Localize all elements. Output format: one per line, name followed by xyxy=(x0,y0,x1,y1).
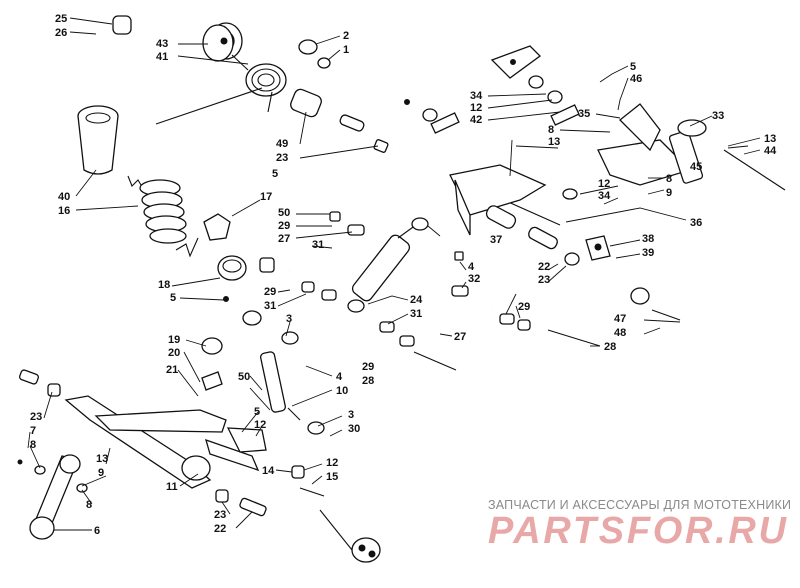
callout-29d: 29 xyxy=(362,361,374,373)
rubber-stops xyxy=(201,213,299,391)
callout-23b: 23 xyxy=(538,274,550,286)
callout-23: 23 xyxy=(276,152,288,164)
callout-13b: 13 xyxy=(548,136,560,148)
limiter-strap xyxy=(260,351,325,435)
callout-9b: 9 xyxy=(98,467,104,479)
callout-33: 33 xyxy=(712,110,724,122)
callout-40: 40 xyxy=(58,191,70,203)
callout-17: 17 xyxy=(260,191,272,203)
callout-41: 41 xyxy=(156,51,168,63)
callout-numbers: 25 26 43 41 2 1 5 46 34 12 42 35 8 33 13… xyxy=(30,13,777,537)
callout-48: 48 xyxy=(614,327,626,339)
callout-12c: 12 xyxy=(254,419,266,431)
front-arm xyxy=(19,369,325,517)
callout-3: 3 xyxy=(286,313,292,325)
callout-8: 8 xyxy=(548,124,554,136)
callout-34b: 34 xyxy=(598,190,611,202)
callout-27: 27 xyxy=(278,233,290,245)
callout-31: 31 xyxy=(312,239,324,251)
callout-16: 16 xyxy=(58,205,70,217)
callout-2: 2 xyxy=(343,30,349,42)
callout-39: 39 xyxy=(642,247,654,259)
watermark-logo: PARTSFOR.RU xyxy=(488,510,788,550)
torsion-spring xyxy=(231,54,287,113)
callout-44: 44 xyxy=(764,145,777,157)
callout-23d: 23 xyxy=(214,509,226,521)
callout-5d: 5 xyxy=(254,406,260,418)
leader-lines xyxy=(27,17,761,531)
callout-14: 14 xyxy=(262,465,275,477)
callout-5: 5 xyxy=(630,61,636,73)
callout-5b: 5 xyxy=(272,168,278,180)
callout-43: 43 xyxy=(156,38,168,50)
callout-21: 21 xyxy=(166,364,178,376)
callout-1: 1 xyxy=(343,44,349,56)
callout-29b: 29 xyxy=(264,286,276,298)
callout-25: 25 xyxy=(55,13,67,25)
lower-chain-detail xyxy=(319,509,381,563)
callout-11: 11 xyxy=(166,481,178,493)
callout-45: 45 xyxy=(690,161,702,173)
callout-35: 35 xyxy=(578,108,590,120)
callout-9: 9 xyxy=(666,187,672,199)
callout-8b: 8 xyxy=(666,173,672,185)
callout-26: 26 xyxy=(55,27,67,39)
rear-bracket xyxy=(404,45,786,191)
upper-link-arm xyxy=(259,211,377,301)
callout-49: 49 xyxy=(276,138,288,150)
callout-28: 28 xyxy=(604,341,616,353)
callout-12: 12 xyxy=(470,102,482,114)
callout-29c: 29 xyxy=(518,301,530,313)
shock-absorber xyxy=(77,105,199,258)
callout-36: 36 xyxy=(690,217,702,229)
callout-38: 38 xyxy=(642,233,654,245)
callout-4b: 4 xyxy=(336,371,343,383)
callout-24: 24 xyxy=(410,294,423,306)
idler-wheel-assembly xyxy=(112,15,331,69)
callout-34: 34 xyxy=(470,90,483,102)
idler-rod xyxy=(155,87,263,125)
callout-27b: 27 xyxy=(454,331,466,343)
center-carrier xyxy=(449,164,611,266)
callout-29: 29 xyxy=(278,220,290,232)
callout-37: 37 xyxy=(490,234,502,246)
callout-30: 30 xyxy=(348,423,360,435)
lower-link-arm xyxy=(379,251,681,371)
callout-4: 4 xyxy=(468,261,475,273)
callout-13: 13 xyxy=(764,133,776,145)
callout-47: 47 xyxy=(614,313,626,325)
callout-20: 20 xyxy=(168,347,180,359)
callout-31b: 31 xyxy=(264,300,276,312)
callout-28b: 28 xyxy=(362,375,374,387)
watermark-logo-text: PARTSFOR.RU xyxy=(488,510,788,550)
cross-shaft xyxy=(290,88,561,226)
callout-19: 19 xyxy=(168,334,180,346)
callout-31c: 31 xyxy=(410,308,422,320)
front-shock xyxy=(347,217,429,313)
callout-32: 32 xyxy=(468,273,480,285)
callout-5c: 5 xyxy=(170,292,176,304)
callout-8d: 8 xyxy=(86,499,92,511)
callout-50b: 50 xyxy=(238,371,250,383)
callout-8c: 8 xyxy=(30,439,36,451)
callout-50: 50 xyxy=(278,207,290,219)
callout-10: 10 xyxy=(336,385,348,397)
callout-18: 18 xyxy=(158,279,170,291)
callout-42: 42 xyxy=(470,114,482,126)
callout-22: 22 xyxy=(538,261,550,273)
callout-15: 15 xyxy=(326,471,338,483)
callout-22b: 22 xyxy=(214,523,226,535)
callout-7: 7 xyxy=(30,425,36,437)
callout-12b: 12 xyxy=(598,178,610,190)
watermark-caption: ЗАПЧАСТИ И АКСЕССУАРЫ ДЛЯ МОТОТЕХНИКИ xyxy=(488,498,792,512)
callout-12d: 12 xyxy=(326,457,338,469)
callout-46: 46 xyxy=(630,73,642,85)
callout-6: 6 xyxy=(94,525,100,537)
front-drive-link xyxy=(17,454,88,540)
callout-3b: 3 xyxy=(348,409,354,421)
callout-13c: 13 xyxy=(96,453,108,465)
callout-23c: 23 xyxy=(30,411,42,423)
